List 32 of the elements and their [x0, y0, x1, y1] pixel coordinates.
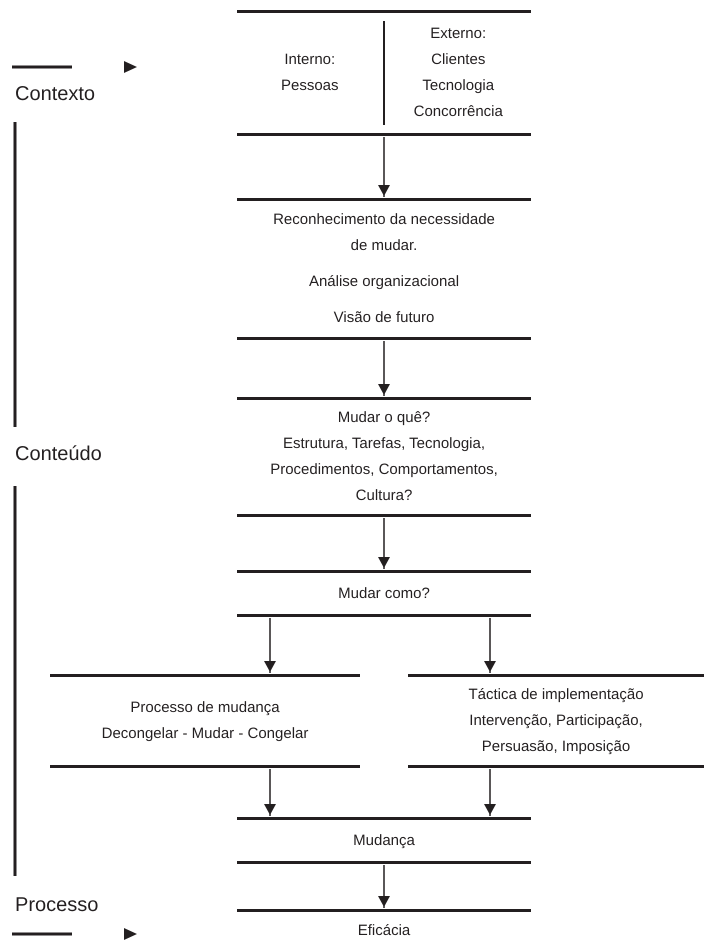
node-text: Intervenção, Participação, Persuasão, Imposição	[468, 711, 644, 757]
node-text: Visão de futuro	[334, 308, 434, 328]
stage-band	[237, 397, 531, 517]
node-text: Interno: Pessoas	[280, 50, 340, 96]
flow-arrow	[378, 137, 390, 197]
flow-arrow	[264, 769, 276, 816]
node-text: Reconhecimento da necessidade de mudar.	[272, 210, 496, 256]
node-text: Externo: Clientes Tecnologia Concorrência	[412, 24, 504, 122]
flow-arrow	[264, 618, 276, 673]
node-text: Mudar como?	[338, 584, 430, 604]
node-text: Mudança	[353, 830, 415, 850]
node-text: Análise organizacional	[308, 272, 460, 292]
node-text: Decongelar - Mudar - Congelar	[102, 724, 308, 744]
node-text: Mudar o quê?	[338, 408, 430, 428]
phase-label: Contexto	[15, 82, 96, 107]
node-text: Eficácia	[358, 920, 410, 940]
node-text: Táctica de implementação	[468, 685, 644, 705]
flow-arrow	[378, 518, 390, 569]
phase-label: Conteúdo	[15, 442, 102, 467]
node-text: Estrutura, Tarefas, Tecnologia, Procedimentos, Comportamentos, Cultura?	[269, 434, 499, 506]
flow-arrow	[484, 618, 496, 673]
stage-band	[408, 674, 704, 768]
stage-band	[237, 10, 531, 136]
stage-band	[237, 570, 531, 617]
node-text: Processo de mudança	[130, 698, 280, 718]
flow-arrow	[484, 769, 496, 816]
phase-label: Processo	[15, 893, 98, 918]
stage-band	[50, 674, 360, 768]
flow-arrow	[378, 341, 390, 396]
stage-band	[237, 198, 531, 340]
flow-arrow	[378, 865, 390, 908]
stage-band	[237, 817, 531, 864]
